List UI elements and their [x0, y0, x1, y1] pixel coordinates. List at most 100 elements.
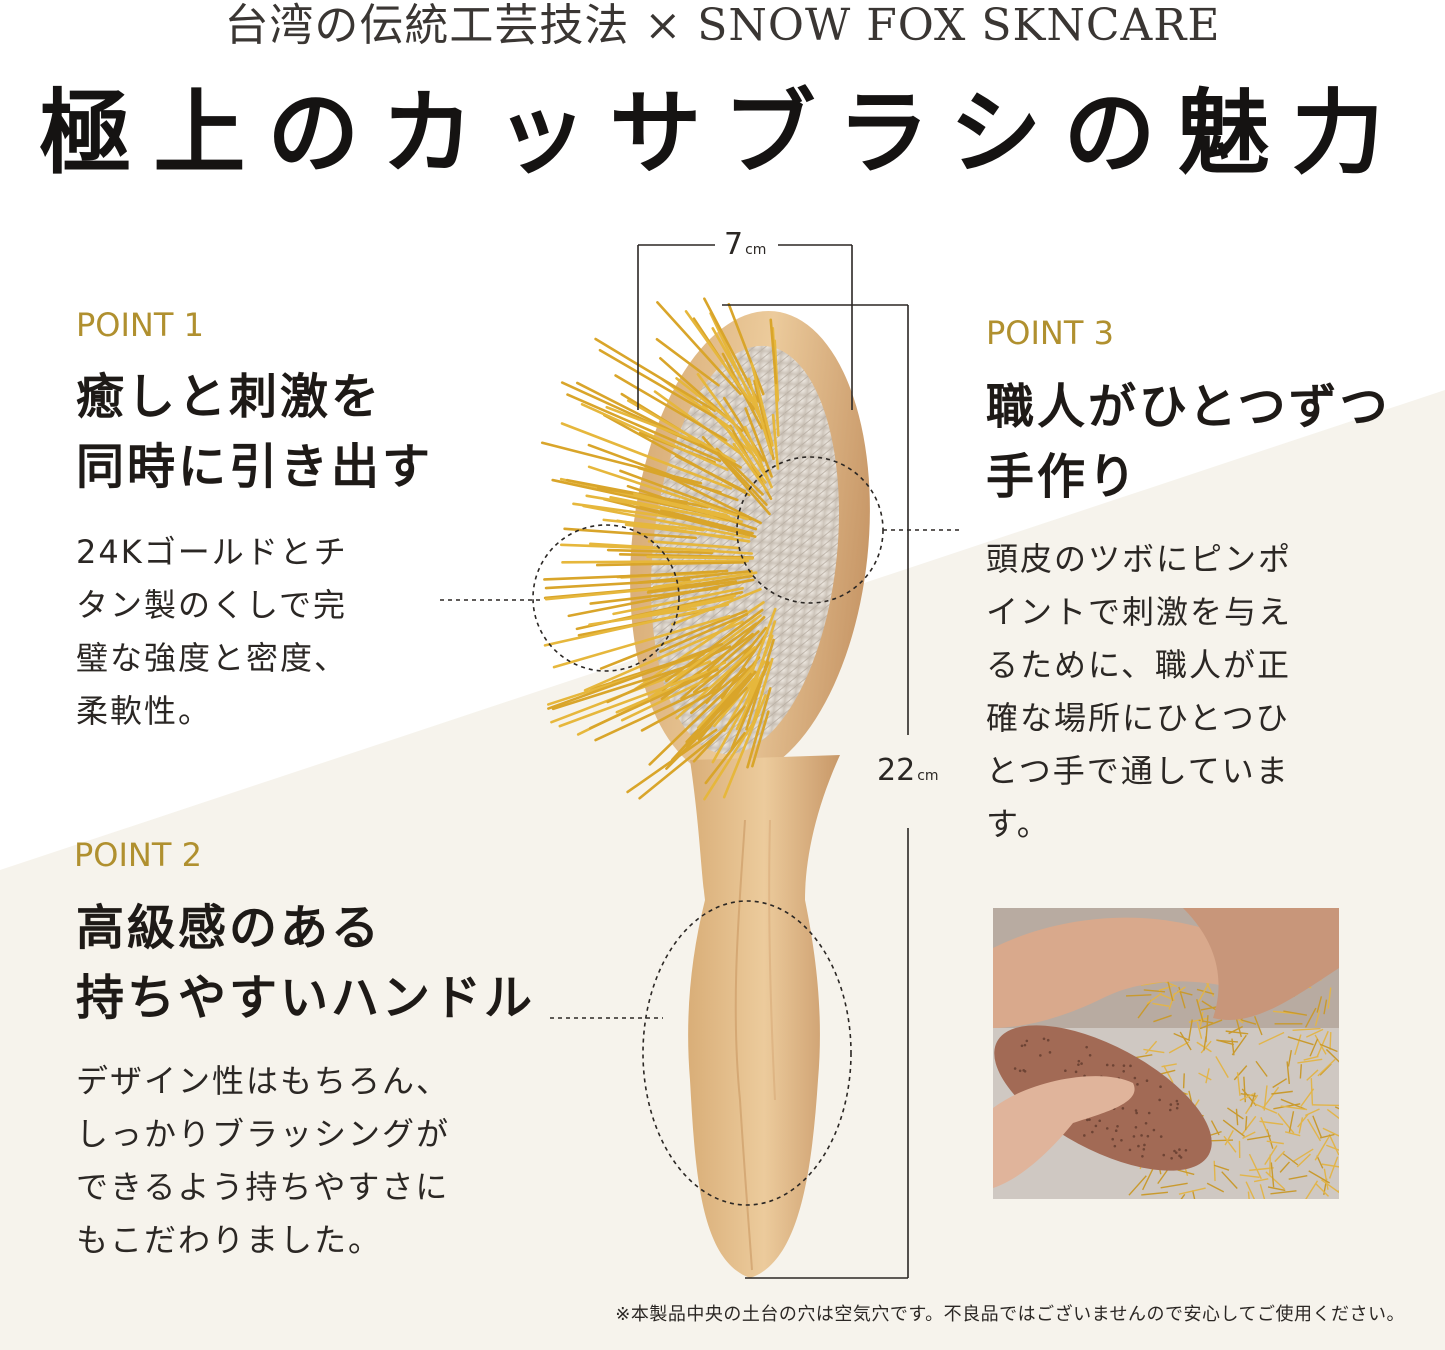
pin [1316, 1030, 1329, 1057]
pad-hole [1105, 1063, 1109, 1067]
bristle [665, 686, 748, 770]
pin [1158, 985, 1173, 992]
bristle [750, 362, 774, 447]
pin [1292, 1027, 1321, 1032]
body-line: す。 [986, 805, 1051, 843]
pin [1224, 1130, 1234, 1146]
pin [1288, 1111, 1295, 1134]
pin [1198, 1072, 1212, 1081]
pin [1200, 1040, 1212, 1054]
pad-hole [1129, 1064, 1132, 1068]
heading-line: 高級感のある [76, 900, 383, 956]
bristle [746, 687, 772, 769]
pad-hole [1168, 1108, 1172, 1112]
pin [1191, 1190, 1196, 1199]
pin [1160, 1182, 1188, 1189]
pin [1205, 1068, 1210, 1084]
bristle [660, 632, 754, 701]
pad-hole [1083, 1134, 1086, 1137]
bristle [631, 594, 736, 619]
pin [1177, 1169, 1195, 1176]
pin [1287, 1036, 1314, 1046]
dimension-lines [637, 244, 909, 1279]
pin [1199, 1019, 1223, 1030]
pin [1126, 994, 1152, 997]
pin [1306, 1118, 1322, 1142]
bristle [646, 642, 724, 674]
pin [1143, 1048, 1165, 1054]
pin [1326, 1108, 1339, 1120]
body-line: できるよう持ちやすさに [76, 1168, 450, 1206]
pin [1309, 1038, 1319, 1057]
pin [1297, 1058, 1323, 1064]
pin [1266, 1140, 1284, 1145]
bristle [646, 555, 754, 560]
pin [1242, 1131, 1256, 1139]
pad-hole [1137, 1144, 1140, 1148]
pin [1286, 1061, 1291, 1084]
pin [1179, 1031, 1192, 1051]
pad-hole [1158, 1098, 1161, 1102]
pin [1199, 1011, 1204, 1027]
pin [1168, 1041, 1190, 1054]
pin [1308, 1170, 1330, 1184]
bristle [743, 425, 773, 489]
pad-hole [1170, 1156, 1173, 1160]
pad-hole [1135, 1111, 1138, 1115]
pad-hole [1042, 1037, 1046, 1041]
body-line: 璧な強度と密度、 [76, 639, 349, 677]
pin [1166, 979, 1174, 1002]
pin [1270, 1162, 1275, 1188]
point-2-body: デザイン性はもちろん、 しっかりブラッシングが できるよう持ちやすさに もこだわ… [76, 1055, 450, 1267]
pin [1173, 1032, 1191, 1042]
pin [1161, 1063, 1177, 1068]
bristle [675, 377, 737, 426]
bristle [703, 722, 754, 801]
pin [1292, 1148, 1314, 1163]
bristle [696, 372, 763, 462]
pad-hole [1085, 1045, 1088, 1049]
bristle [647, 614, 762, 701]
pin [1213, 1160, 1216, 1182]
bristle [744, 407, 773, 478]
pin [1316, 996, 1323, 1013]
pad-hole [1184, 1148, 1188, 1152]
pin [1328, 1133, 1339, 1156]
body-line: 24Kゴールドとチ [76, 533, 348, 571]
bristle [595, 561, 747, 567]
pad-hole [1077, 1063, 1080, 1066]
pad-hole [1091, 1130, 1094, 1134]
bristle [704, 731, 746, 785]
point-2-heading: 高級感のある 持ちやすいハンドル [76, 893, 535, 1033]
bristle [602, 497, 757, 538]
footnote: ※本製品中央の土台の穴は空気穴です。不良品ではございませんので安心してご使用くだ… [615, 1304, 1405, 1325]
point-3-heading: 職人がひとつずつ 手作り [986, 372, 1391, 512]
pin [1222, 1119, 1246, 1137]
body-line: 頭皮のツボにピンポ [986, 540, 1293, 578]
bristle [652, 571, 758, 589]
bristle [566, 393, 722, 463]
pin [1258, 1031, 1285, 1046]
point-1-body: 24Kゴールドとチ タン製のくしで完 璧な強度と密度、 柔軟性。 [76, 526, 348, 738]
pin [1267, 1186, 1286, 1192]
pad-hole [1116, 1124, 1119, 1128]
pin [1265, 1171, 1286, 1190]
pin [1236, 1072, 1241, 1096]
bristle [716, 451, 768, 506]
bristle [706, 647, 757, 697]
bristle [558, 673, 700, 728]
point-3-label: POINT 3 [986, 314, 1114, 352]
pin [1143, 989, 1166, 993]
pad-hole [1128, 1148, 1132, 1152]
pin [1245, 1181, 1256, 1199]
body-line: 柔軟性。 [76, 692, 213, 730]
pin [1168, 992, 1176, 1010]
pin [1271, 1090, 1293, 1095]
pad-hole [1088, 1054, 1092, 1057]
pad-hole [1113, 1144, 1117, 1148]
bristle [599, 609, 748, 670]
pin [1280, 1105, 1308, 1111]
bristle [675, 646, 756, 720]
pin [1266, 1129, 1274, 1149]
point-2-label: POINT 2 [74, 836, 202, 874]
